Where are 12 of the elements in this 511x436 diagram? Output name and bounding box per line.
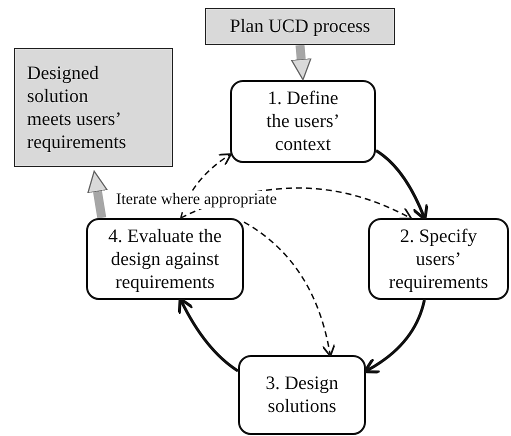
process-box: 1. Define the users’ context xyxy=(230,80,376,163)
dashed-arrow xyxy=(244,221,336,358)
curved-arrow xyxy=(375,149,428,221)
block-arrow xyxy=(290,44,312,80)
block-arrow xyxy=(87,170,108,219)
process-box: 2. Specify users’ requirements xyxy=(368,218,509,300)
start-end-box: Designed solution meets users’ requirements xyxy=(14,48,173,167)
note-text: Iterate where appropriate xyxy=(115,191,278,209)
start-end-box: Plan UCD process xyxy=(205,8,395,45)
process-box: 4. Evaluate the design against requirements xyxy=(86,218,244,300)
curved-arrow xyxy=(178,297,239,372)
process-box: 3. Design solutions xyxy=(238,355,366,435)
